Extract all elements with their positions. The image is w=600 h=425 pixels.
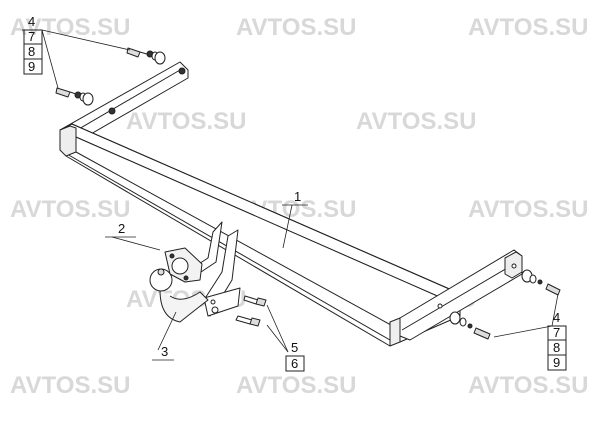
- callout-4: 4: [553, 310, 560, 325]
- callout-9: 9: [553, 355, 560, 370]
- callout-stack-left: 4 7 8 9: [22, 14, 43, 75]
- callout-6: 6: [291, 356, 298, 371]
- callout-8: 8: [28, 44, 35, 59]
- callout-1: 1: [294, 189, 301, 204]
- callout-8: 8: [553, 340, 560, 355]
- socket-plate: [164, 247, 203, 283]
- callout-stack-right: 4 7 8 9: [547, 310, 567, 371]
- center-bolts: [235, 295, 267, 327]
- callout-5: 5: [291, 340, 298, 355]
- callout-7: 7: [28, 29, 35, 44]
- callout-9: 9: [28, 59, 35, 74]
- callout-2: 2: [118, 221, 125, 236]
- callout-3: 3: [161, 344, 168, 359]
- callout-4: 4: [28, 14, 35, 29]
- tow-ball: [149, 268, 209, 323]
- callout-stack-center: 5 6: [285, 340, 305, 372]
- fasteners-left: [55, 47, 166, 106]
- leader-lines: [41, 29, 559, 361]
- fasteners-right: [449, 269, 561, 340]
- callout-7: 7: [553, 325, 560, 340]
